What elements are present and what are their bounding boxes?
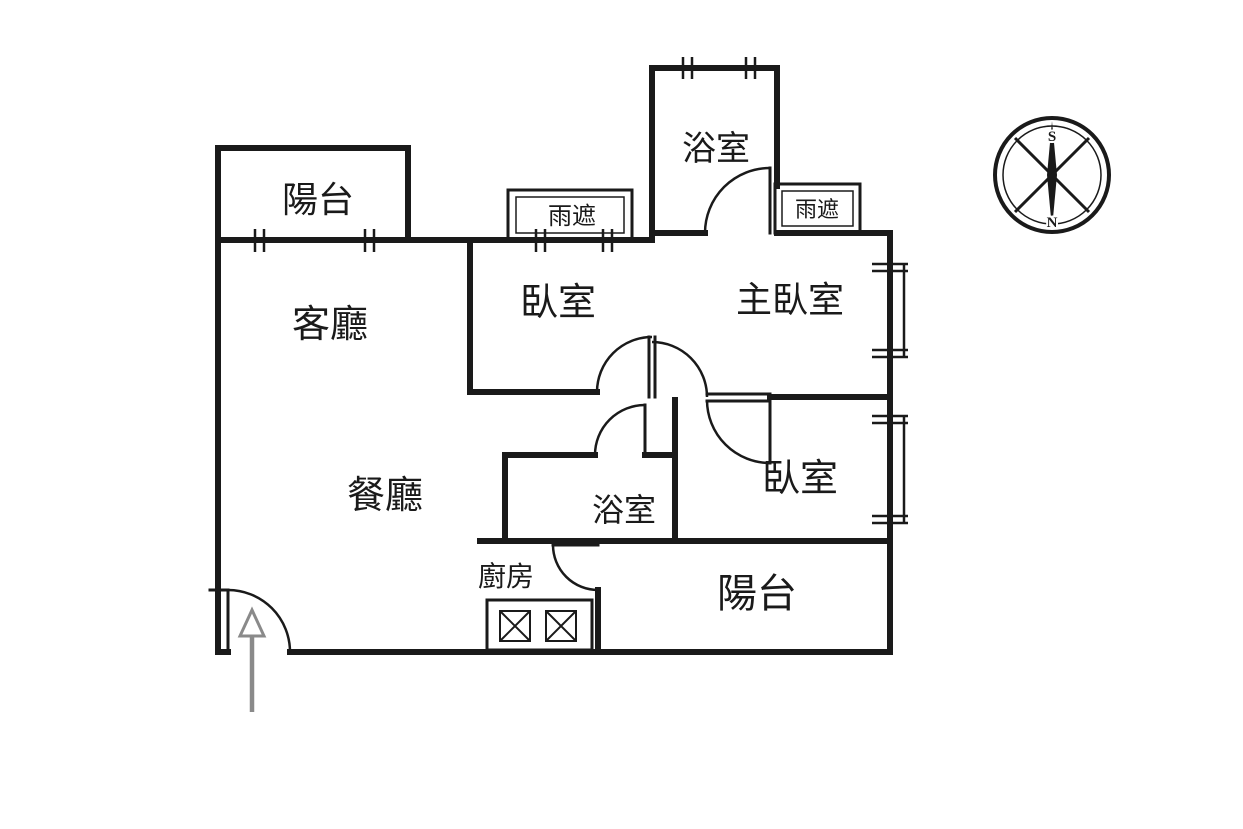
stove-burner-left <box>499 610 531 642</box>
master-bedroom-door-arc <box>651 340 709 398</box>
stove-burner-left-cross-icon <box>499 610 531 642</box>
compass: S N <box>993 116 1111 234</box>
window-balcony-top-1 <box>253 229 266 252</box>
balcony-top-label: 陽台 <box>282 179 354 220</box>
awnings <box>506 182 862 242</box>
windows <box>253 57 908 525</box>
stove-counter <box>485 598 594 652</box>
kitchen-label: 廚房 <box>478 561 534 592</box>
window-bathroom-top-2 <box>744 57 757 79</box>
window-bedroom-right <box>872 414 908 525</box>
bedroom-right-label: 臥室 <box>762 458 838 500</box>
balcony-bottom-door-arc <box>551 544 599 592</box>
awning-left-label: 雨遮 <box>548 203 596 230</box>
awning-left-inner <box>515 196 625 234</box>
stove-burner-right <box>545 610 577 642</box>
awning-right-outer <box>773 182 862 235</box>
window-bathroom-top-1 <box>681 57 694 79</box>
awning-left-outer <box>506 188 634 242</box>
living-room-label: 客廳 <box>292 304 368 346</box>
dining-room-label: 餐廳 <box>347 475 423 517</box>
door-leaves <box>208 166 772 654</box>
walls <box>215 65 893 655</box>
balcony-bottom-label: 陽台 <box>717 572 797 616</box>
wall-balcony-top-left <box>215 145 411 241</box>
entry-arrow-head-icon <box>237 606 267 638</box>
compass-outer-ring <box>993 116 1111 234</box>
window-balcony-top-2 <box>363 229 376 252</box>
bathroom-top-label: 浴室 <box>682 130 750 168</box>
entry-door-arc <box>227 588 292 653</box>
room-labels: 陽台 客廳 臥室 浴室 主臥室 餐廳 浴室 臥室 廚房 陽台 雨遮 雨遮 <box>282 130 844 616</box>
master-bedroom-label: 主臥室 <box>736 279 844 320</box>
window-master-right <box>872 262 908 359</box>
bedroom-top-door-arc <box>595 335 653 393</box>
compass-south-label: S <box>1048 129 1056 145</box>
bathroom-middle-door-arc <box>593 403 646 456</box>
bathroom-top-door-arc <box>703 166 771 234</box>
bedroom-right-door-header <box>705 392 772 403</box>
kitchen-stove <box>485 598 594 652</box>
awning-right-label: 雨遮 <box>795 197 839 222</box>
bedroom-right-door-arc <box>705 399 771 465</box>
compass-north-label: N <box>1047 215 1058 231</box>
compass-ray-ne-sw-icon <box>1013 136 1091 214</box>
bathroom-middle-label: 浴室 <box>592 492 656 528</box>
awning-right-inner <box>781 190 854 227</box>
stove-burner-right-cross-icon <box>545 610 577 642</box>
entry-arrow <box>237 606 267 712</box>
bedroom-top-label: 臥室 <box>520 282 596 324</box>
door-arcs <box>227 166 771 653</box>
bedroom-top-door-frame <box>647 335 657 399</box>
